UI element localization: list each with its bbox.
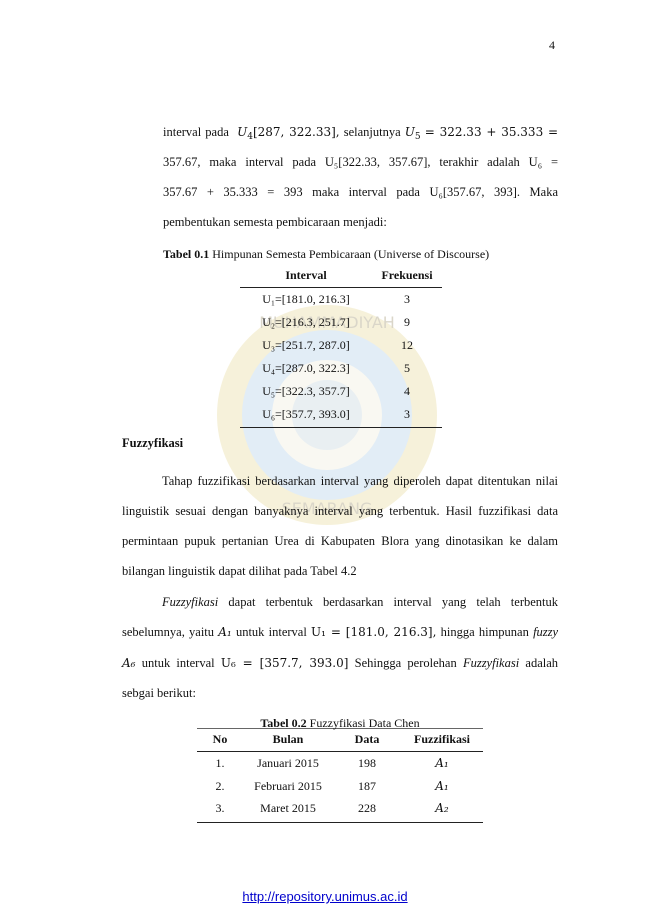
- table1-cell-frekuensi: 5: [404, 361, 410, 375]
- table2-cell-fuzzifikasi: A₁: [435, 756, 449, 770]
- table1-cell-frekuensi: 12: [401, 338, 413, 352]
- table1-cell-interval: U₃=[251.7, 287.0]: [262, 338, 350, 352]
- table2-cell-no: 2.: [215, 779, 225, 793]
- table2-cell-fuzzifikasi: A₂: [435, 801, 449, 815]
- para2-line3: permintaan pupuk pertanian Urea di Kabup…: [122, 534, 558, 548]
- table1-cell-frekuensi: 4: [404, 384, 410, 398]
- table1-cell-interval: U₆=[357.7, 393.0]: [262, 407, 350, 421]
- para2-line2: linguistik sesuai dengan banyaknya inter…: [122, 504, 558, 518]
- table1-header-rule: [240, 287, 442, 288]
- table1-header-interval: Interval: [285, 268, 327, 282]
- table2-caption: Tabel 0.2 Fuzzyfikasi Data Chen: [260, 716, 420, 730]
- table1-cell-frekuensi: 3: [404, 292, 410, 306]
- university-seal-watermark: MUHAMMADIYAH SEMARANG: [217, 305, 437, 525]
- table1-cell-interval: U₂=[216.3, 251.7]: [262, 315, 350, 329]
- section-heading: Fuzzyfikasi: [122, 436, 184, 450]
- table2-header-fuzzifikasi: Fuzzifikasi: [414, 732, 470, 746]
- table2-bottom-rule: [197, 822, 483, 823]
- page-number: 4: [549, 38, 555, 52]
- para2-line4: bilangan linguistik dapat dilihat pada T…: [122, 564, 357, 578]
- table2-header-no: No: [212, 732, 228, 746]
- table2-cell-fuzzifikasi: A₁: [435, 779, 449, 793]
- table2-header-bulan: Bulan: [272, 732, 304, 746]
- table2-header-data: Data: [354, 732, 380, 746]
- table2-cell-data: 228: [358, 801, 376, 815]
- para1-line4: pembentukan semesta pembicaraan menjadi:: [163, 215, 387, 229]
- svg-text:SEMARANG: SEMARANG: [282, 499, 373, 518]
- para1-line2: 357.67, maka interval pada U₅[322.33, 35…: [163, 155, 558, 169]
- table2-cell-data: 187: [358, 779, 376, 793]
- table1-cell-frekuensi: 9: [404, 315, 410, 329]
- para3-line1: Fuzzyfikasi dapat terbentuk berdasarkan …: [162, 595, 559, 609]
- para1-line1: interval pada U4[287, 322.33], selanjutn…: [163, 125, 559, 142]
- table2-cell-data: 198: [358, 756, 376, 770]
- para1-line3: 357.67 + 35.333 = 393 maka interval pada…: [163, 185, 558, 199]
- table2-cell-bulan: Januari 2015: [257, 756, 319, 770]
- table1-bottom-rule: [240, 427, 442, 428]
- table2-cell-bulan: Februari 2015: [254, 779, 322, 793]
- table1-cell-frekuensi: 3: [404, 407, 410, 421]
- table1-cell-interval: U₁=[181.0, 216.3]: [262, 292, 350, 306]
- table2-cell-no: 3.: [215, 801, 225, 815]
- para3-line3: A₆ untuk interval U₆ = [357.7, 393.0] Se…: [122, 656, 559, 670]
- table1-caption: Tabel 0.1 Himpunan Semesta Pembicaraan (…: [163, 247, 490, 261]
- table1-header-frekuensi: Frekuensi: [381, 268, 433, 282]
- table2-cell-no: 1.: [215, 756, 225, 770]
- table2-header-rule: [197, 751, 483, 752]
- para2-line1: Tahap fuzzifikasi berdasarkan interval y…: [162, 474, 558, 488]
- table2-cell-bulan: Maret 2015: [260, 801, 316, 815]
- svg-text:MUHAMMADIYAH: MUHAMMADIYAH: [259, 313, 395, 332]
- para3-line2: sebelumnya, yaitu A₁ untuk interval U₁ =…: [122, 625, 559, 639]
- para3-line4: sebgai berikut:: [122, 686, 196, 700]
- table1-cell-interval: U₄=[287.0, 322.3]: [262, 361, 350, 375]
- repository-link[interactable]: http://repository.unimus.ac.id: [242, 889, 408, 904]
- table2-top-rule: [197, 728, 483, 729]
- table1-cell-interval: U₅=[322.3, 357.7]: [262, 384, 350, 398]
